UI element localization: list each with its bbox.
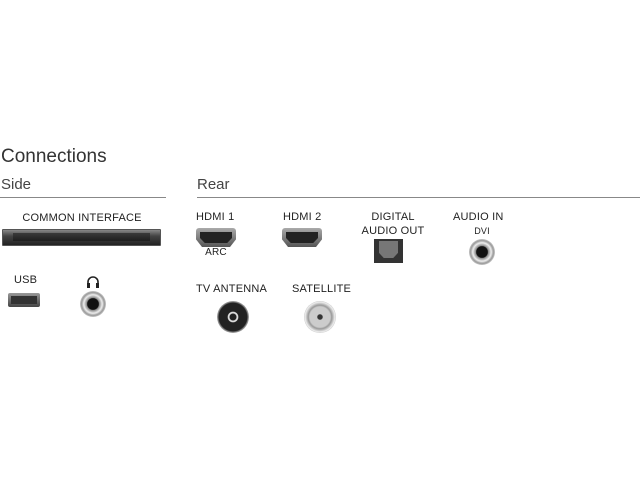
tv-antenna-label: TV ANTENNA [196,283,268,295]
satellite-label: SATELLITE [292,283,352,295]
hdmi1-label: HDMI 1 [196,211,235,223]
rear-heading: Rear [197,176,230,193]
antenna-port-icon [217,301,249,333]
usb-label: USB [14,274,38,286]
common-interface-slot-icon [2,229,161,246]
common-interface-label: COMMON INTERFACE [22,212,142,224]
page-title: Connections [1,146,107,167]
rear-divider [197,197,640,198]
headphone-icon [87,276,99,288]
hdmi1-port-icon [196,228,236,247]
dvi-label: DVI [474,226,490,236]
audio-in-label: AUDIO IN [453,211,504,223]
hdmi2-label: HDMI 2 [283,211,322,223]
optical-port-icon [374,239,403,263]
side-heading: Side [1,176,32,193]
arc-label: ARC [205,247,227,258]
usb-port-icon [8,293,40,307]
side-divider [0,197,166,198]
digital-label: DIGITAL [371,211,415,223]
hdmi2-port-icon [282,228,322,247]
headphone-jack-icon [80,291,106,317]
satellite-port-icon [304,301,336,333]
audio-out-label: AUDIO OUT [361,225,425,237]
audio-in-jack-icon [469,239,495,265]
